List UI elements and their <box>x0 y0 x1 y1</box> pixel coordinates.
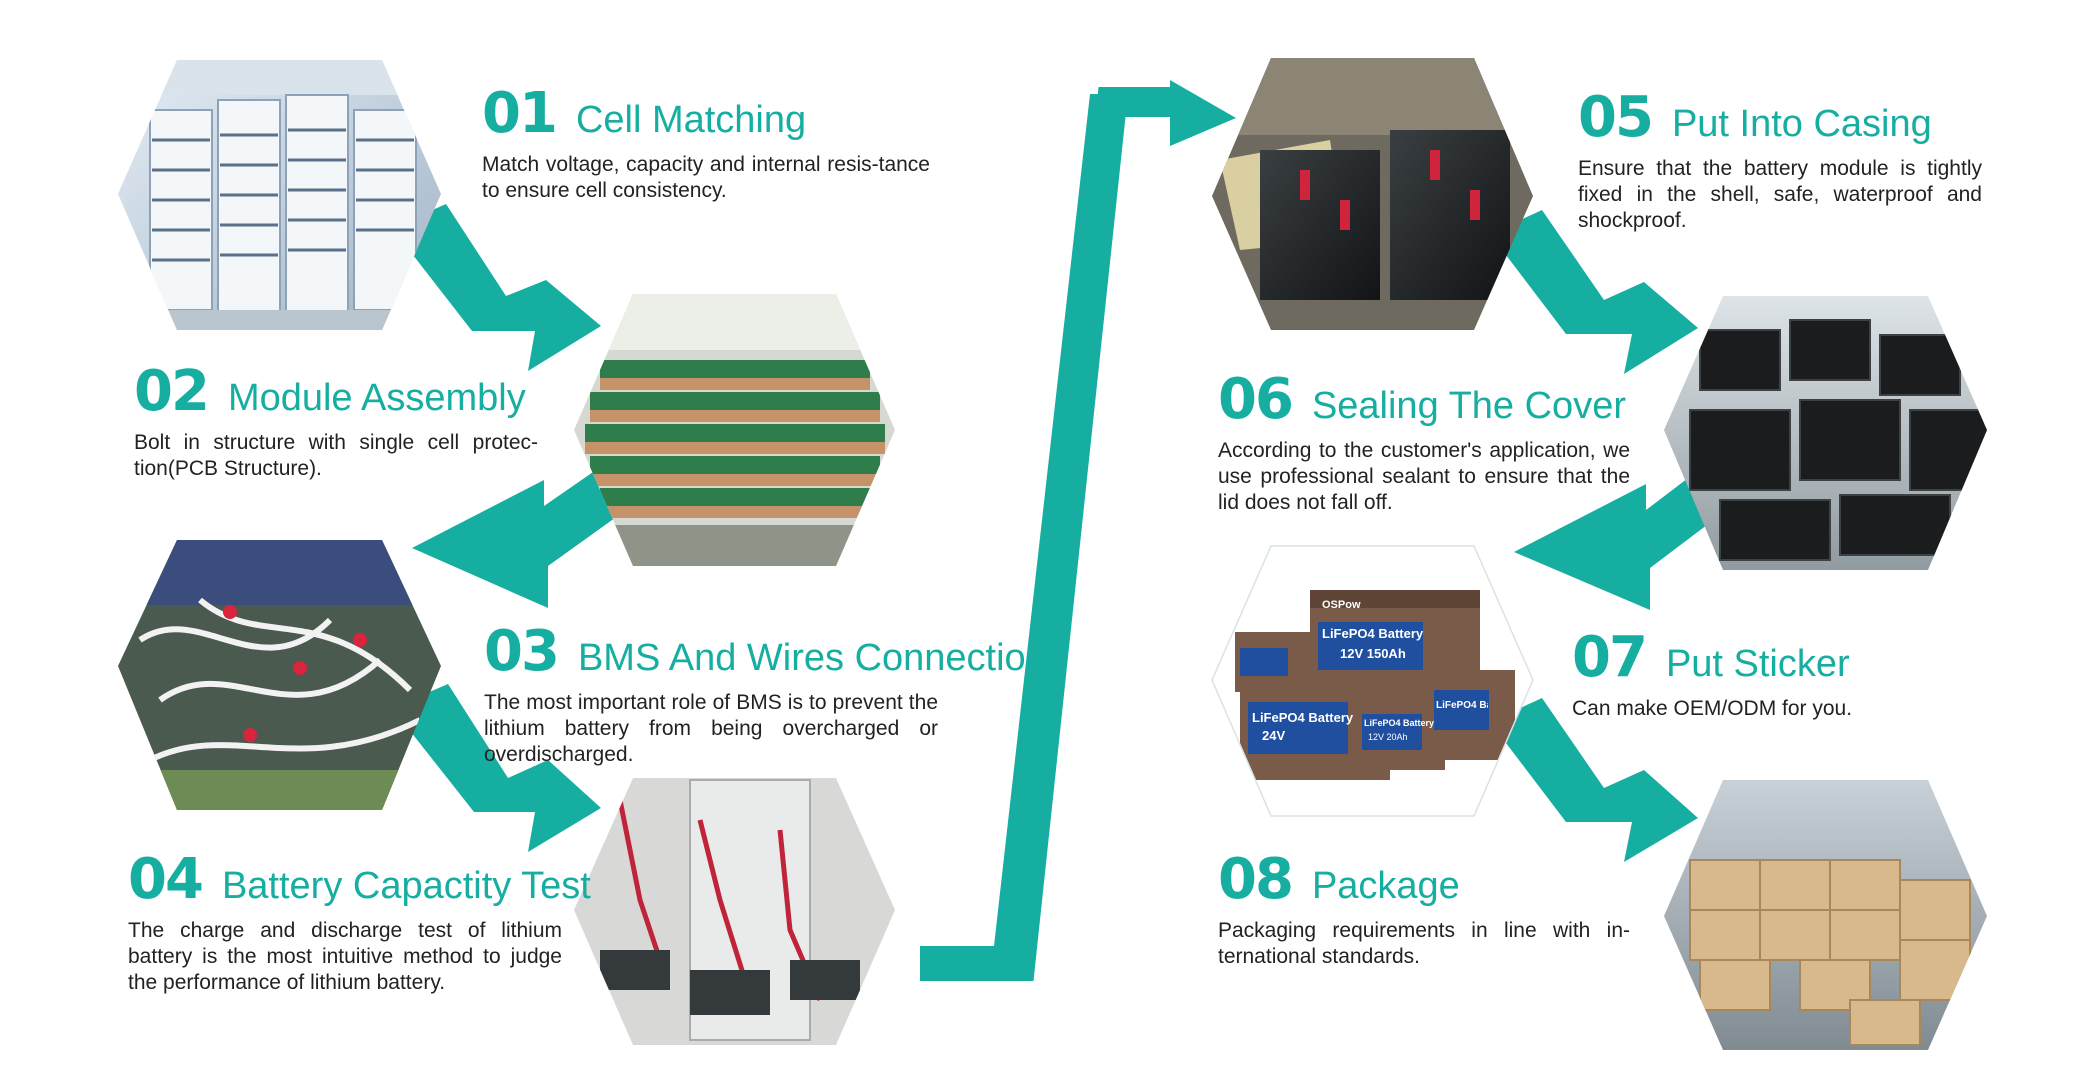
step-title: Package <box>1311 865 1460 907</box>
step-title: Put Sticker <box>1665 643 1850 685</box>
product-label-large: LiFePO4 Battery <box>1322 626 1424 641</box>
step-number: 06 <box>1218 367 1294 432</box>
step-title: Battery Capactity Test <box>221 865 591 907</box>
step-description: Packaging requirements in line with in-t… <box>1218 919 1630 968</box>
step-title: BMS And Wires Connection <box>577 637 1047 679</box>
arrow-02-to-03 <box>412 470 640 608</box>
step-number: 01 <box>482 81 558 146</box>
photo-battery-modules <box>574 294 895 566</box>
arrow-05-to-06 <box>1490 210 1698 374</box>
step-number: 04 <box>128 847 204 912</box>
step-number: 08 <box>1218 847 1294 912</box>
photo-labeled-batteries <box>1212 546 1533 816</box>
photo-modules-in-casing <box>1212 58 1533 330</box>
arrow-01-to-02 <box>392 204 601 371</box>
product-label-medium: LiFePO4 Battery <box>1252 710 1354 725</box>
product-label-brand: OSPow <box>1322 599 1361 611</box>
step-number: 07 <box>1572 625 1648 690</box>
product-label-large-spec: 12V 150Ah <box>1340 646 1406 661</box>
step-description: The most important role of BMS is to pre… <box>484 691 938 766</box>
step-title: Module Assembly <box>227 377 526 419</box>
step-number: 03 <box>484 619 560 684</box>
step-number: 05 <box>1578 85 1654 150</box>
arrows <box>392 80 1740 981</box>
step-07: 07 Put Sticker Can make OEM/ODM for you. <box>1572 630 1992 722</box>
product-label-right: LiFePO4 Battery <box>1436 700 1488 711</box>
step-title: Sealing The Cover <box>1311 385 1626 427</box>
step-description: Ensure that the battery module is tightl… <box>1578 157 1982 232</box>
step-06: 06 Sealing The Cover According to the cu… <box>1218 372 1630 516</box>
step-description: According to the customer's application,… <box>1218 439 1630 514</box>
step-05: 05 Put Into Casing Ensure that the batte… <box>1578 90 1982 234</box>
step-02: 02 Module Assembly Bolt in structure wit… <box>134 364 538 482</box>
step-description: Bolt in structure with single cell prote… <box>134 431 538 480</box>
arrow-04-to-05 <box>920 80 1236 958</box>
photo-cell-testing-racks <box>118 60 441 330</box>
product-label-medium-spec: 24V <box>1262 728 1286 743</box>
photo-sealed-cases <box>1664 296 1987 570</box>
step-04: 04 Battery Capactity Test The charge and… <box>128 847 591 996</box>
arrow-07-to-08 <box>1490 698 1698 862</box>
step-title: Cell Matching <box>575 99 807 141</box>
photo-packaged-boxes <box>1664 780 1987 1050</box>
step-number: 02 <box>134 359 210 424</box>
step-description: Can make OEM/ODM for you. <box>1572 697 1853 720</box>
step-description: The charge and discharge test of lithium… <box>128 919 562 994</box>
step-01: 01 Cell Matching Match voltage, capacity… <box>482 86 930 204</box>
step-08: 08 Package Packaging requirements in lin… <box>1218 852 1630 970</box>
product-label-small-spec: 12V 20Ah <box>1368 732 1408 742</box>
arrow-03-to-04 <box>392 684 601 852</box>
step-description: Match voltage, capacity and internal res… <box>482 153 930 202</box>
product-label-small: LiFePO4 Battery <box>1364 718 1435 728</box>
step-title: Put Into Casing <box>1671 103 1932 145</box>
arrow-04-to-05-line <box>920 87 1176 981</box>
step-03: 03 BMS And Wires Connection The most imp… <box>484 619 1047 768</box>
photo-capacity-test <box>574 778 895 1045</box>
arrow-06-to-07 <box>1514 472 1740 610</box>
photo-bms-wiring <box>118 540 441 810</box>
